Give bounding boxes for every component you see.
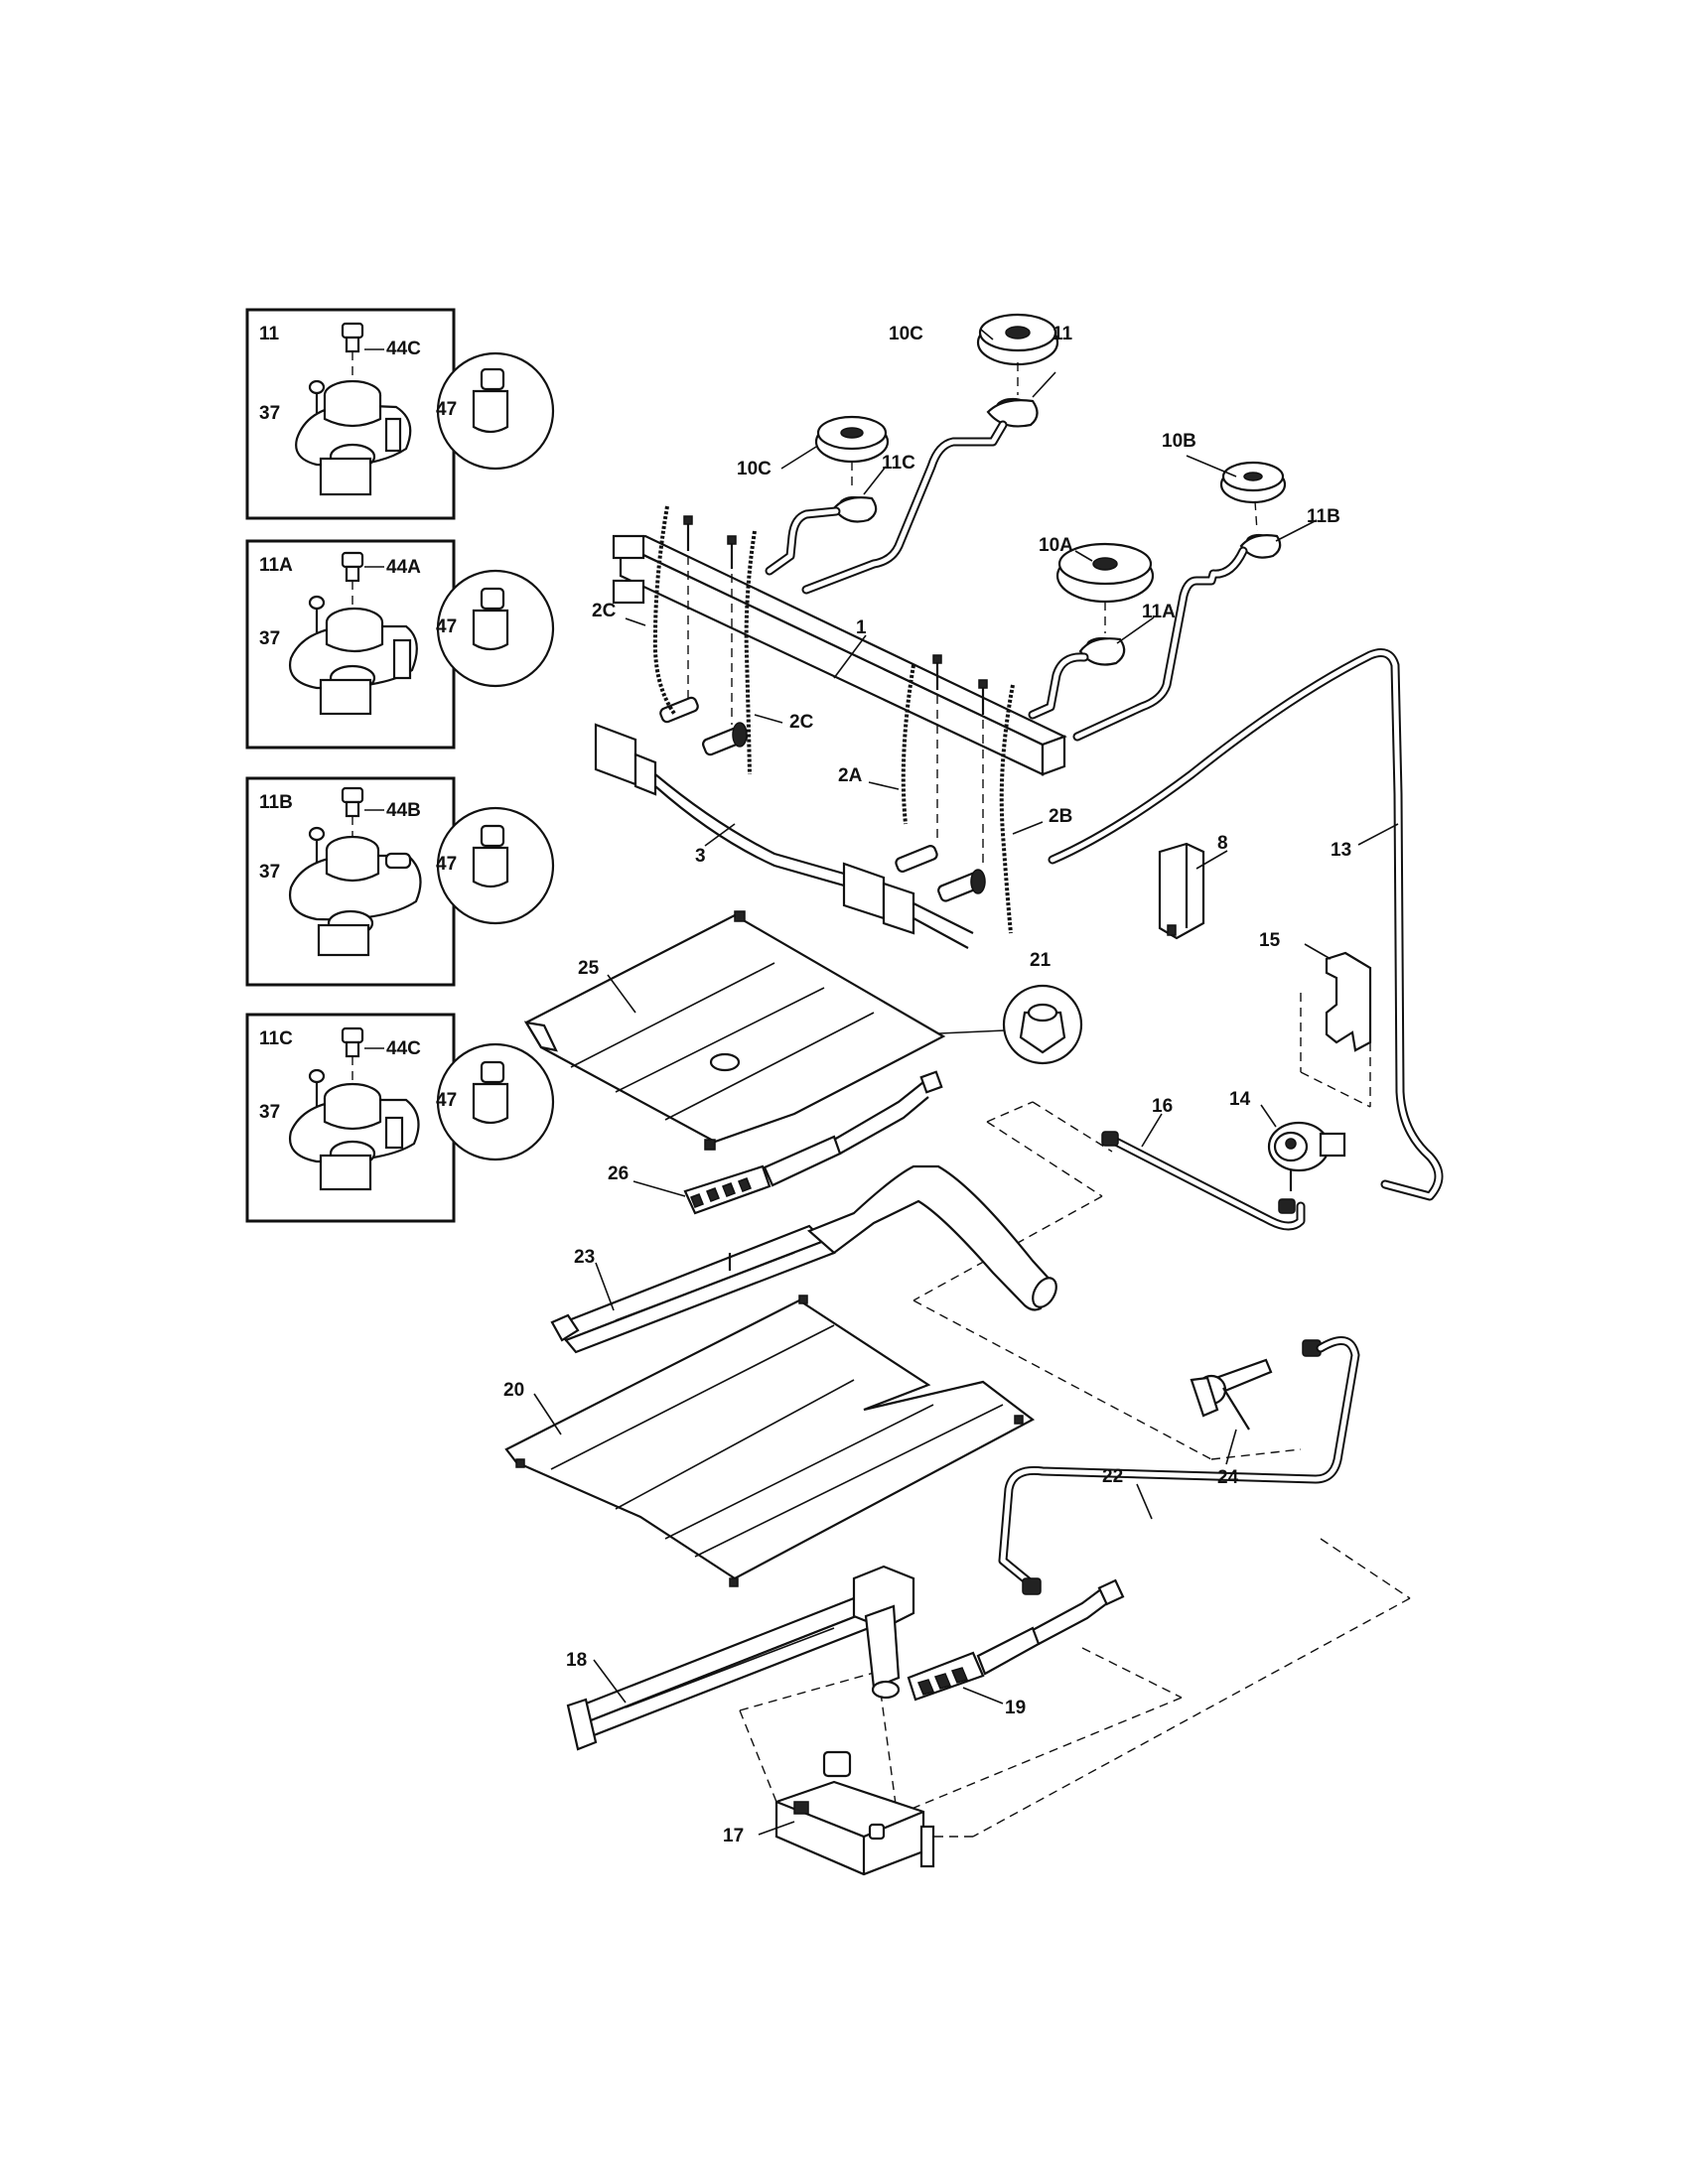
shield-25: [523, 910, 946, 1151]
part-label: 37: [259, 628, 280, 649]
igniter-19: [907, 1578, 1125, 1702]
burner-base-11B: [1239, 533, 1282, 559]
inset-box-11C: 11C 44C 37 47: [245, 1013, 555, 1223]
callout-25: 25: [578, 958, 600, 979]
gas-tube-22: [998, 1336, 1360, 1595]
part-label: 37: [259, 862, 280, 883]
callout-2C-left: 2C: [592, 601, 617, 621]
callout-18: 18: [566, 1650, 587, 1671]
leader-lines: [533, 329, 1399, 1836]
callout-16: 16: [1152, 1096, 1173, 1117]
inset-title: 11B: [259, 792, 293, 813]
part-label: 44C: [386, 1038, 421, 1059]
gas-tube-13: [1048, 648, 1444, 1201]
callout-19: 19: [1005, 1698, 1026, 1718]
part-label: 37: [259, 1102, 280, 1123]
part-8-block: [1158, 842, 1205, 940]
burner-base-11: [986, 397, 1039, 428]
callout-13: 13: [1331, 840, 1351, 861]
panel-20: [504, 1295, 1036, 1587]
burner-cap-10C-left: [814, 415, 890, 464]
callout-labels: 10C 11 10B 10C 11C 11B 10A 2C 1 11A 2C 2…: [503, 324, 1351, 1846]
callout-11A: 11A: [1142, 602, 1176, 622]
callout-17: 17: [723, 1826, 744, 1846]
inset-box-11: 11 44C 37 47: [245, 308, 555, 520]
burner-cap-10C-top: [976, 313, 1059, 366]
gas-tube-16: [1101, 1131, 1306, 1231]
callout-11C: 11C: [882, 453, 915, 474]
burner-cap-10A: [1055, 542, 1155, 604]
callout-10A: 10A: [1039, 535, 1073, 556]
callout-15: 15: [1259, 930, 1281, 951]
callout-3: 3: [695, 846, 706, 867]
burner-base-11A: [1078, 636, 1126, 666]
part-label: 44C: [386, 339, 421, 359]
burner-gas-tubes: [765, 420, 1248, 742]
ignition-wires: [652, 505, 1015, 934]
callout-22: 22: [1102, 1466, 1123, 1487]
part-label: 47: [436, 854, 457, 875]
callout-11B: 11B: [1307, 506, 1340, 527]
part-label: 44B: [386, 800, 421, 821]
callout-10C: 10C: [889, 324, 923, 344]
part-label: 44A: [386, 557, 421, 578]
regulator-14: [1267, 1121, 1346, 1191]
callout-11: 11: [1052, 324, 1073, 344]
inset-title: 11C: [259, 1028, 293, 1049]
callout-10C-left: 10C: [737, 459, 772, 479]
bracket-15: [1300, 951, 1372, 1108]
part-label: 47: [436, 616, 457, 637]
inset-title: 11A: [259, 555, 293, 576]
callout-2B: 2B: [1049, 806, 1072, 827]
igniter-26: [683, 1070, 943, 1215]
callout-24: 24: [1217, 1467, 1239, 1488]
callout-21: 21: [1030, 950, 1052, 971]
burner-cap-10B: [1219, 461, 1287, 504]
burner-base-11C: [832, 495, 878, 523]
valve-17: [774, 1750, 935, 1876]
callout-2C-right: 2C: [789, 712, 814, 733]
part-label: 37: [259, 403, 280, 424]
callout-23: 23: [574, 1247, 595, 1268]
burner-18: [566, 1565, 915, 1751]
inset-title: 11: [259, 324, 280, 344]
valve-screws: [683, 515, 988, 869]
inset-box-11A: 11A 44A 37 47: [245, 539, 555, 750]
burner-tube-23: [550, 1164, 1057, 1354]
inset-box-11B: 11B 44B 37 47: [245, 776, 555, 987]
callout-14: 14: [1229, 1089, 1251, 1110]
part-label: 47: [436, 1090, 457, 1111]
callout-8: 8: [1217, 833, 1228, 854]
burner-alignment-lines: [851, 362, 1258, 633]
fitting-24: [1190, 1339, 1322, 1431]
part-label: 47: [436, 399, 457, 420]
callout-10B: 10B: [1162, 431, 1196, 452]
manifold-bracket-1: [612, 534, 1067, 776]
valves: [659, 696, 986, 902]
callout-1: 1: [856, 617, 867, 638]
manifold-pipe-3: [594, 723, 974, 949]
callout-20: 20: [503, 1380, 524, 1401]
callout-2A: 2A: [838, 765, 863, 786]
callout-26: 26: [608, 1163, 629, 1184]
